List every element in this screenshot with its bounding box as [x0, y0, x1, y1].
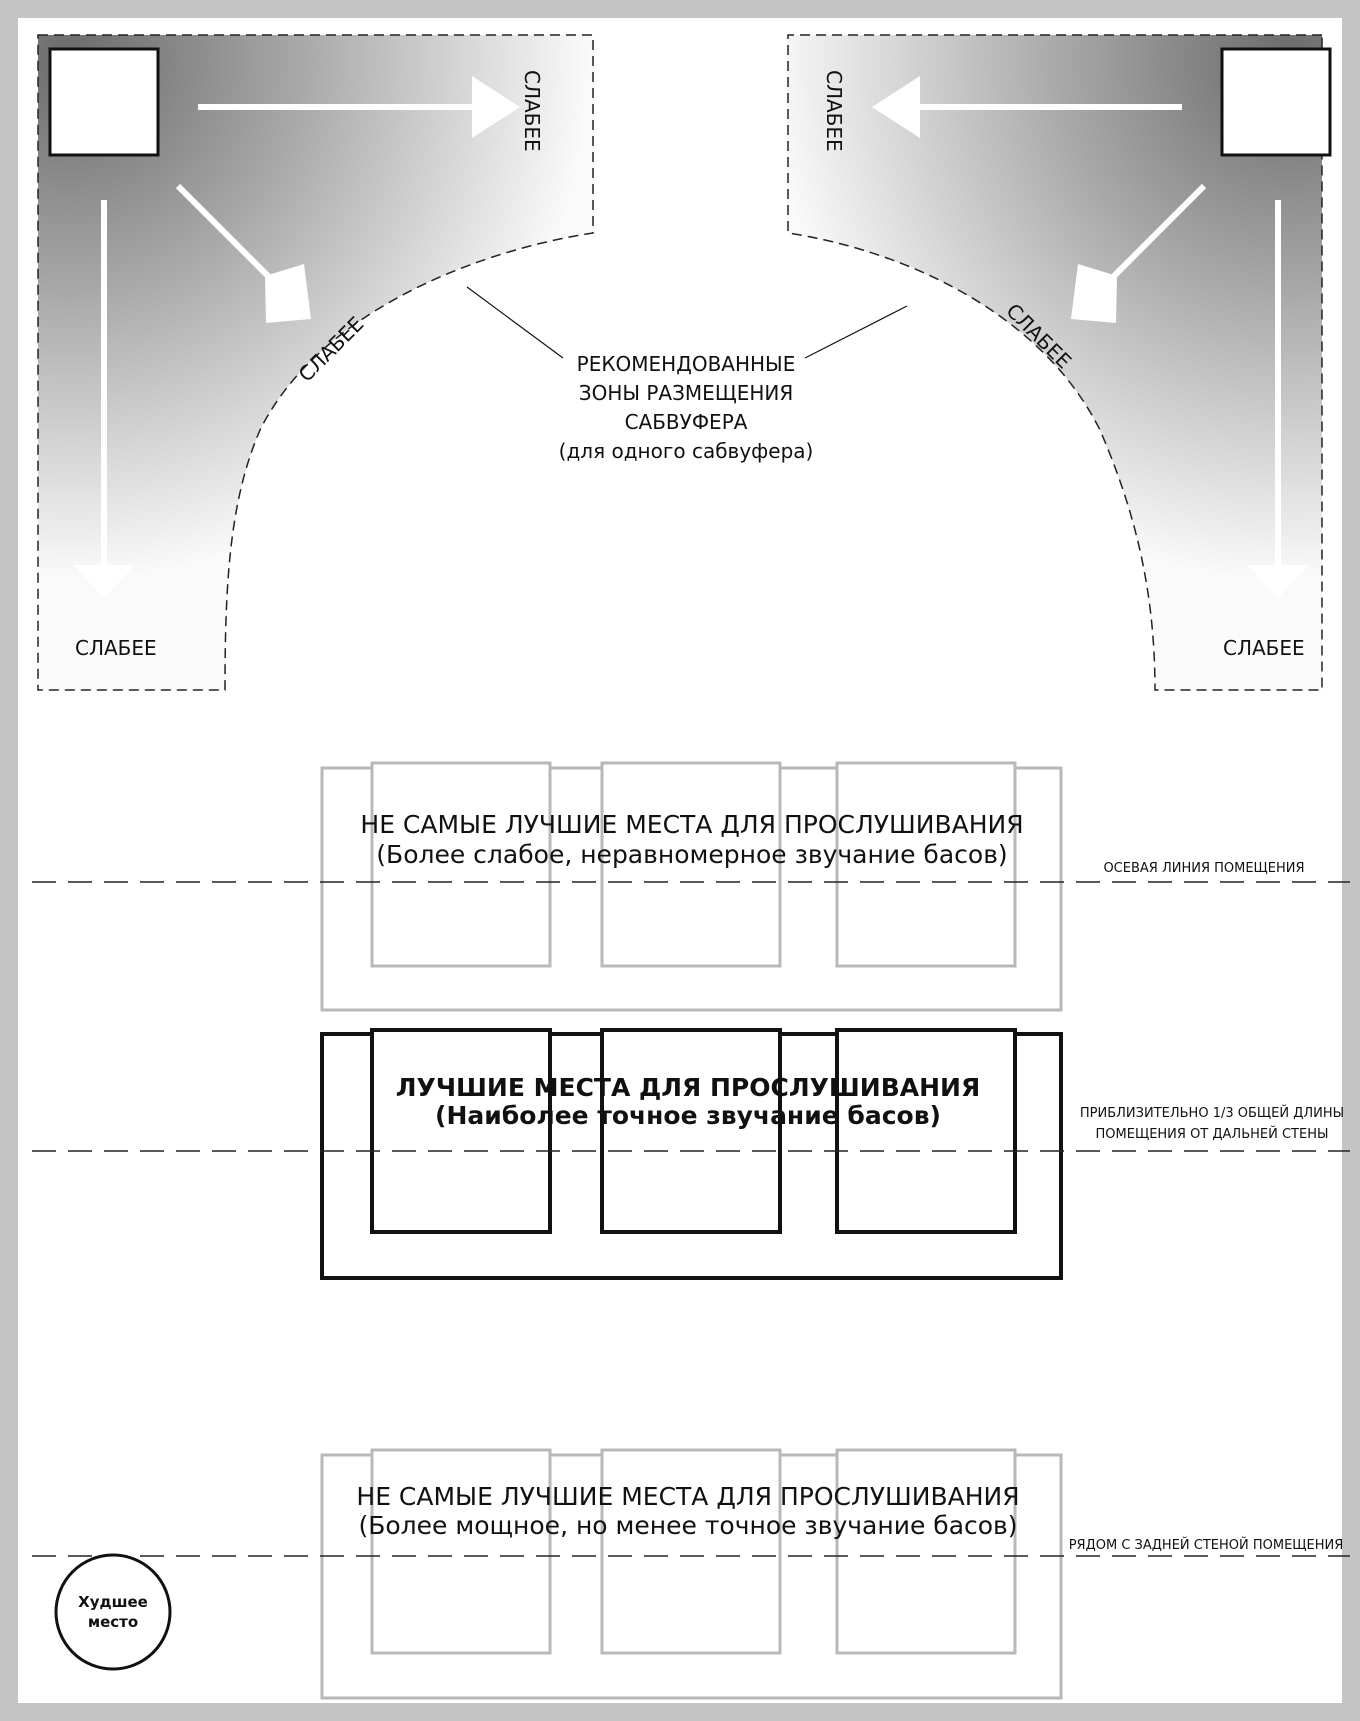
lower-seating-title: НЕ САМЫЕ ЛУЧШИЕ МЕСТА ДЛЯ ПРОСЛУШИВАНИЯ [356, 1482, 1019, 1511]
right-weaker-label-top: СЛАБЕЕ [822, 70, 846, 152]
upper-seating-group [320, 761, 1063, 1012]
right-arrow-diagonal [1071, 183, 1207, 323]
left-arrow-right [198, 76, 520, 138]
left-recommended-zone: СЛАБЕЕ СЛАБЕЕ СЛАБЕЕ [37, 34, 594, 691]
right-weaker-label-bottom: СЛАБЕЕ [1223, 636, 1305, 660]
left-subwoofer-box [48, 47, 160, 157]
left-weaker-label-top: СЛАБЕЕ [520, 70, 544, 152]
centerline-label: ОСЕВАЯ ЛИНИЯ ПОМЕЩЕНИЯ [1103, 861, 1304, 876]
third-length-label-2: ПОМЕЩЕНИЯ ОТ ДАЛЬНЕЙ СТЕНЫ [1096, 1126, 1329, 1142]
worst-spot-marker: Худшее место [54, 1553, 172, 1671]
worst-spot-line-2: место [88, 1613, 138, 1631]
upper-seating-title: НЕ САМЫЕ ЛУЧШИЕ МЕСТА ДЛЯ ПРОСЛУШИВАНИЯ [360, 810, 1023, 839]
caption-line-1: РЕКОМЕНДОВАННЫЕ [577, 352, 796, 376]
right-arrow-down [1247, 200, 1309, 598]
lower-seating-subtitle: (Более мощное, но менее точное звучание … [358, 1511, 1017, 1540]
caption-line-4: (для одного сабвуфера) [559, 439, 814, 463]
back-wall-label: РЯДОМ С ЗАДНЕЙ СТЕНОЙ ПОМЕЩЕНИЯ [1069, 1537, 1344, 1553]
best-seating-group [320, 1028, 1063, 1280]
caption-line-3: САБВУФЕРА [625, 410, 748, 434]
lower-seating-group [320, 1448, 1063, 1700]
best-seating-title: ЛУЧШИЕ МЕСТА ДЛЯ ПРОСЛУШИВАНИЯ [396, 1073, 980, 1102]
left-arrow-down [73, 200, 135, 598]
right-subwoofer-box [1220, 47, 1332, 157]
left-weaker-label-bottom: СЛАБЕЕ [75, 636, 157, 660]
upper-seating-subtitle: (Более слабое, неравномерное звучание ба… [376, 840, 1007, 869]
leader-line-left [466, 286, 564, 359]
best-seating-subtitle: (Наиболее точное звучание басов) [435, 1101, 941, 1130]
left-arrow-diagonal [175, 183, 311, 323]
recommended-zone-caption: РЕКОМЕНДОВАННЫЕ ЗОНЫ РАЗМЕЩЕНИЯ САБВУФЕР… [559, 352, 814, 463]
third-length-label-1: ПРИБЛИЗИТЕЛЬНО 1/3 ОБЩЕЙ ДЛИНЫ [1080, 1105, 1344, 1121]
caption-line-2: ЗОНЫ РАЗМЕЩЕНИЯ [579, 381, 793, 405]
right-recommended-zone: СЛАБЕЕ СЛАБЕЕ СЛАБЕЕ [787, 34, 1332, 691]
right-arrow-left [872, 76, 1182, 138]
leader-line-right [804, 305, 908, 359]
worst-spot-line-1: Худшее [78, 1593, 148, 1611]
